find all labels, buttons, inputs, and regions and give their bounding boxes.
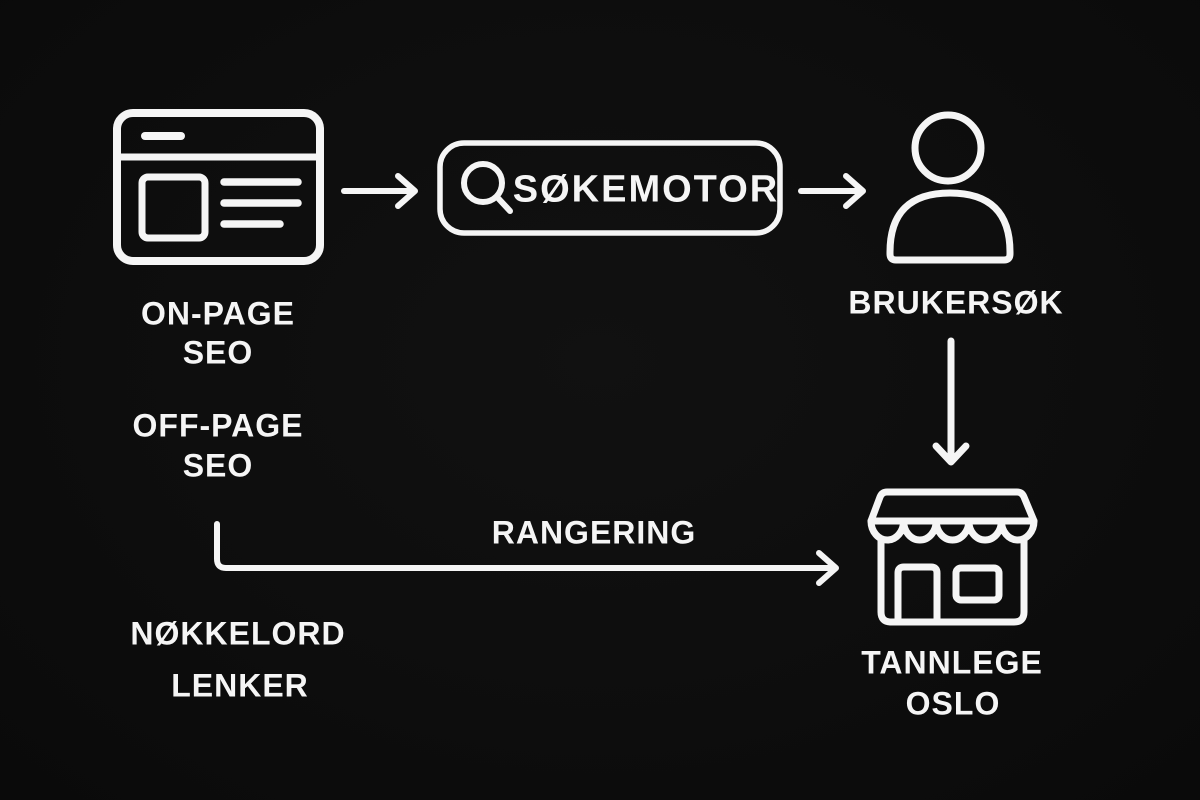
keywords-label: NØKKELORD: [130, 615, 346, 652]
on-page-label-line1: ON-PAGE: [141, 295, 295, 332]
arrow-search-to-user: [798, 173, 866, 209]
off-page-label-line1: OFF-PAGE: [132, 407, 304, 444]
on-page-label-line2: SEO: [182, 334, 254, 371]
off-page-label-line2: SEO: [182, 447, 254, 484]
user-label: BRUKERSØK: [848, 284, 1064, 321]
search-engine-box: [437, 140, 783, 236]
browser-window-icon: [113, 109, 324, 265]
arrow-user-to-business: [932, 337, 970, 466]
business-label-line2: OSLO: [905, 685, 1001, 722]
magnifier-icon: [461, 161, 513, 214]
links-label: LENKER: [171, 667, 309, 704]
business-label-line1: TANNLEGE: [861, 644, 1043, 681]
arrow-webpage-to-search: [341, 173, 418, 209]
ranking-label: RANGERING: [491, 514, 697, 551]
person-icon: [886, 111, 1014, 264]
arrow-seo-to-business: [214, 521, 839, 586]
search-engine-label: SØKEMOTOR: [512, 168, 780, 211]
storefront-icon: [867, 488, 1038, 626]
